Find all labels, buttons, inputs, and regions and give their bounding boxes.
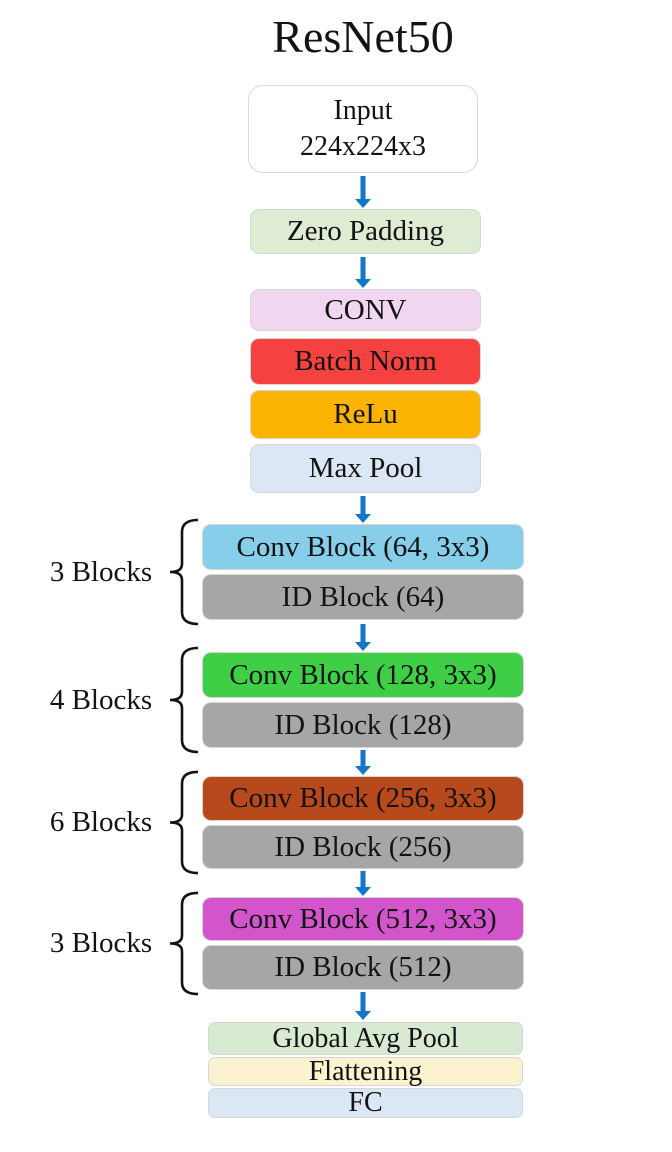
group-label: 3 Blocks — [49, 926, 153, 959]
id-block-box: ID Block (64) — [202, 574, 524, 620]
brace-icon — [166, 891, 200, 996]
flattening-box: Flattening — [208, 1057, 523, 1086]
down-arrow-icon — [352, 750, 374, 775]
down-arrow-icon — [352, 624, 374, 651]
conv-block-box: Conv Block (512, 3x3) — [202, 897, 524, 941]
brace-icon — [166, 646, 200, 754]
group-label: 4 Blocks — [49, 683, 153, 716]
conv-block-box: Conv Block (256, 3x3) — [202, 776, 524, 821]
diagram-title: ResNet50 — [272, 11, 454, 62]
batch-norm-box: Batch Norm — [250, 338, 481, 385]
brace-icon — [166, 518, 200, 626]
max-pool-box: Max Pool — [250, 444, 481, 493]
down-arrow-icon — [352, 176, 374, 208]
zero-padding-box: Zero Padding — [250, 209, 481, 254]
group-label: 6 Blocks — [49, 805, 153, 838]
fc-box: FC — [208, 1088, 523, 1118]
conv-block-box: Conv Block (64, 3x3) — [202, 524, 524, 570]
id-block-box: ID Block (256) — [202, 825, 524, 869]
conv-block-box: Conv Block (128, 3x3) — [202, 652, 524, 698]
global-avg-pool-box: Global Avg Pool — [208, 1022, 523, 1055]
input-label: Input — [333, 94, 393, 126]
id-block-box: ID Block (128) — [202, 702, 524, 748]
id-block-box: ID Block (512) — [202, 945, 524, 990]
input-shape: 224x224x3 — [300, 131, 426, 162]
relu-box: ReLu — [250, 390, 481, 439]
conv-box: CONV — [250, 289, 481, 331]
down-arrow-icon — [352, 871, 374, 896]
down-arrow-icon — [352, 496, 374, 523]
group-label: 3 Blocks — [49, 555, 153, 588]
down-arrow-icon — [352, 992, 374, 1020]
brace-icon — [166, 770, 200, 875]
input-box: Input 224x224x3 — [248, 85, 478, 173]
down-arrow-icon — [352, 257, 374, 288]
